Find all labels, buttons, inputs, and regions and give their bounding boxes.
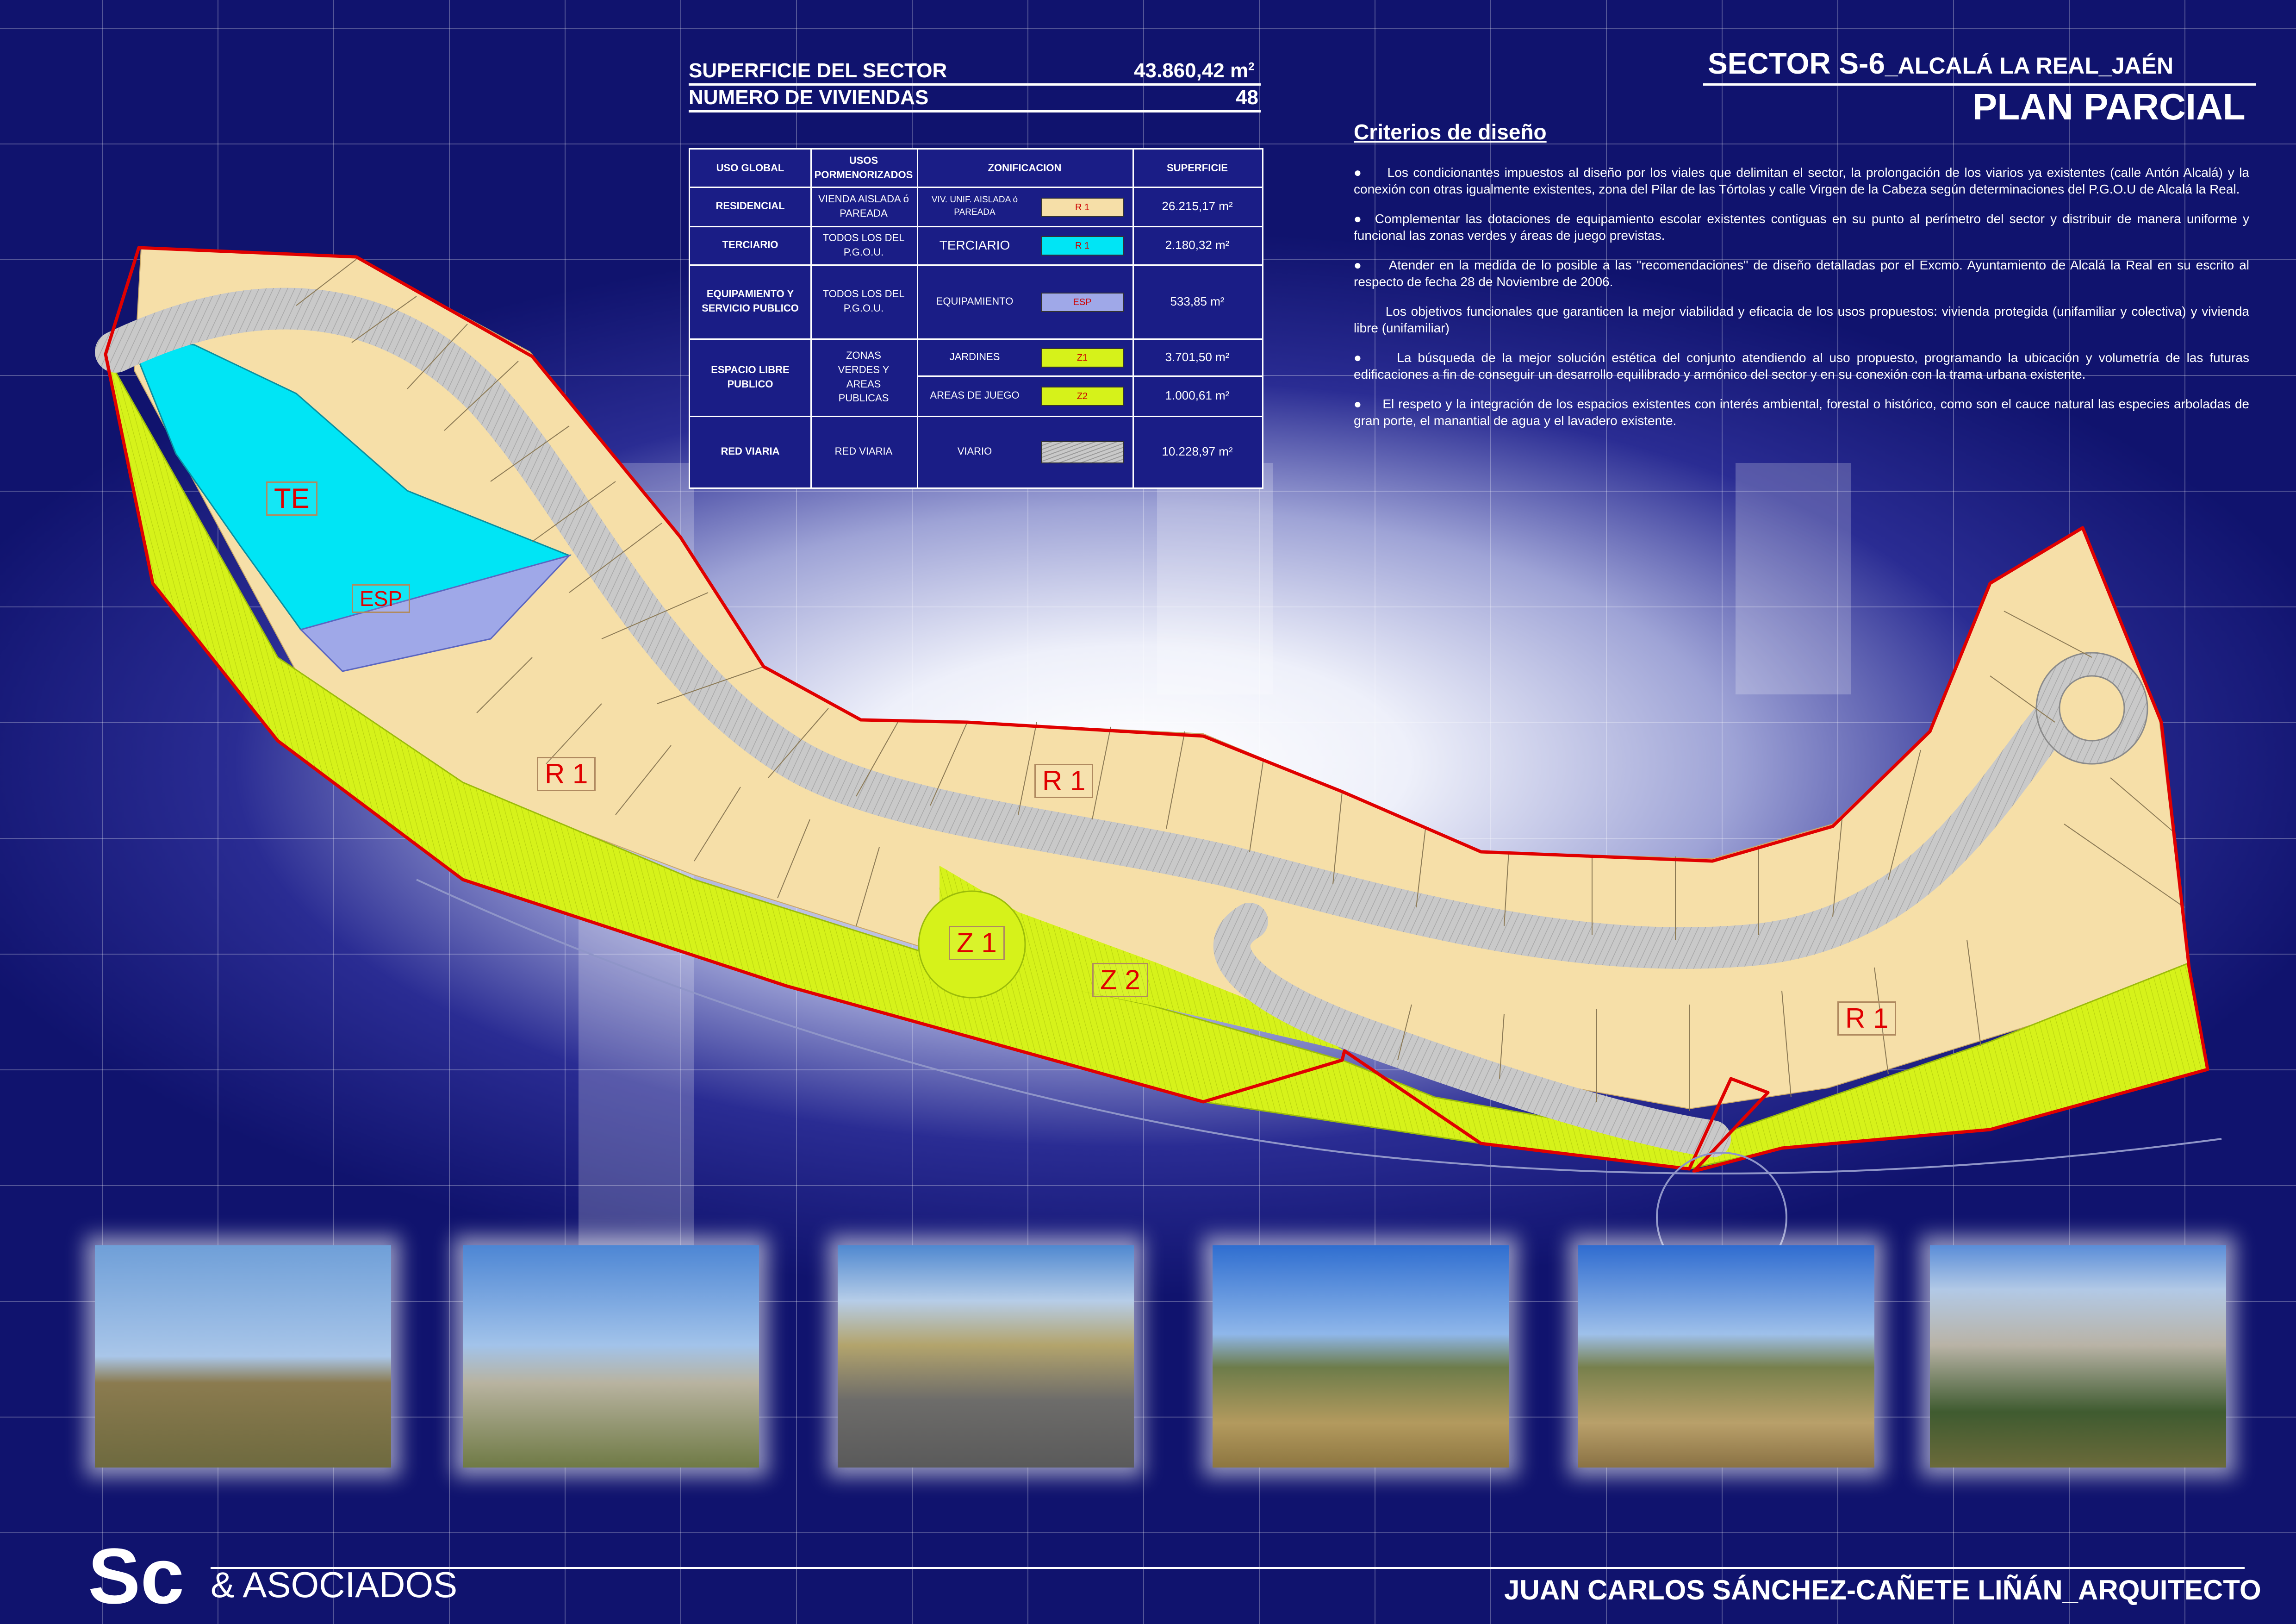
table-header: SUPERFICIE	[1166, 162, 1228, 174]
table-cell: ESPACIO LIBRE PUBLICO	[711, 363, 790, 390]
list-item: ● Complementar las dotaciones de equipam…	[1354, 212, 2249, 243]
table-cell: TODOS LOS DEL P.G.O.U.	[822, 288, 905, 314]
table-rule	[690, 187, 1262, 188]
list-item: ● La búsqueda de la mejor solución estét…	[1354, 350, 2249, 381]
outer-road	[416, 879, 2222, 1174]
site-photo-castle	[95, 1245, 391, 1468]
table-cell: 533,85 m²	[1170, 294, 1225, 308]
table-rule	[690, 264, 1262, 266]
label-z2: Z 2	[1092, 963, 1148, 997]
swatch-terciario: R 1	[1041, 236, 1124, 256]
table-rule	[690, 338, 1262, 340]
label-esp: ESP	[352, 584, 411, 613]
table-rule	[917, 375, 1262, 377]
table-cell: AREAS DE JUEGO	[930, 389, 1020, 401]
sector-boundary	[104, 246, 2209, 1173]
swatch-areas-juego: Z2	[1041, 387, 1124, 406]
label-r1: R 1	[1034, 764, 1094, 798]
table-cell: VIENDA AISLADA ó PAREADA	[818, 193, 909, 219]
table-cell: TERCIARIO	[939, 237, 1010, 252]
dwellings-label: NUMERO DE VIVIENDAS	[689, 86, 929, 109]
green-zone-z2	[940, 866, 1344, 1051]
swatch-viario	[1041, 441, 1124, 463]
table-header: ZONIFICACION	[988, 162, 1062, 174]
list-item: ● Los condicionantes impuestos al diseño…	[1354, 165, 2249, 196]
site-photo-hill	[1578, 1245, 1874, 1468]
table-cell: TERCIARIO	[722, 239, 778, 251]
parcel-lines	[296, 259, 2185, 1111]
table-rule	[690, 226, 1262, 227]
roundabout-island	[2059, 675, 2125, 742]
plan-title: SECTOR S-6_ALCALÁ LA REAL_JAÉN	[1708, 47, 2174, 80]
site-photo-road	[838, 1245, 1134, 1468]
road-inner-loop	[1213, 903, 1731, 1157]
table-cell: 1.000,61 m²	[1165, 388, 1230, 403]
table-cell: JARDINES	[949, 350, 1000, 362]
swatch-residencial: R 1	[1041, 198, 1124, 217]
table-rule	[917, 150, 918, 487]
dwellings-value: 48	[1236, 86, 1258, 109]
table-cell: 3.701,50 m²	[1165, 350, 1230, 364]
table-cell: EQUIPAMIENTO Y SERVICIO PUBLICO	[702, 288, 799, 314]
label-r1: R 1	[537, 757, 596, 791]
list-item: ● El respeto y la integración de los esp…	[1354, 397, 2249, 428]
plan-subtitle: PLAN PARCIAL	[1972, 86, 2246, 127]
table-cell: TODOS LOS DEL P.G.O.U.	[822, 231, 905, 258]
logo-asociados: & ASOCIADOS	[211, 1564, 458, 1605]
site-photo-houses	[1930, 1245, 2226, 1468]
table-cell: VIV. UNIF. AISLADA ó PAREADA	[931, 194, 1018, 217]
logo-sc: Sc	[88, 1532, 184, 1620]
table-cell: 2.180,32 m²	[1165, 238, 1230, 252]
underline	[689, 83, 1261, 86]
underline	[689, 110, 1261, 112]
label-te: TE	[266, 481, 317, 516]
grid-highlight	[1157, 463, 1273, 694]
list-item: Los objetivos funcionales que garanticen…	[1354, 304, 2249, 335]
grid-highlight	[1736, 463, 1851, 694]
table-cell: RESIDENCIAL	[716, 200, 785, 212]
z1-area	[918, 890, 1026, 999]
label-r1: R 1	[1837, 1001, 1897, 1036]
table-cell: RED VIARIA	[834, 445, 893, 457]
sector-area-value: 43.860,42 m2	[1134, 59, 1255, 82]
table-cell: EQUIPAMIENTO	[936, 295, 1014, 307]
sector-area-label: SUPERFICIE DEL SECTOR	[689, 59, 947, 82]
table-rule	[1132, 150, 1134, 487]
list-item: ● Atender en la medida de lo posible a l…	[1354, 258, 2250, 289]
equipamiento-zone	[299, 554, 572, 672]
table-cell: 26.215,17 m²	[1162, 199, 1233, 213]
zoning-table: USO GLOBAL USOS PORMENORIZADOS ZONIFICAC…	[689, 148, 1263, 489]
table-cell: VIARIO	[957, 445, 992, 457]
table-cell: ZONAS VERDES Y AREAS PUBLICAS	[838, 349, 890, 404]
label-z1: Z 1	[949, 926, 1005, 960]
road-network	[95, 287, 2071, 969]
table-cell: RED VIARIA	[721, 445, 780, 457]
table-rule	[690, 416, 1262, 417]
swatch-equipamiento: ESP	[1041, 293, 1124, 312]
swatch-jardines: Z1	[1041, 348, 1124, 368]
criteria-list: ● Los condicionantes impuestos al diseño…	[1354, 164, 2249, 442]
underline	[1703, 83, 2256, 86]
table-header: USO GLOBAL	[716, 162, 784, 174]
table-rule	[810, 150, 812, 487]
table-header: USOS PORMENORIZADOS	[814, 155, 913, 181]
criteria-title: Criterios de diseño	[1354, 120, 1547, 144]
footer-rule	[211, 1567, 2245, 1569]
site-photo-field	[1213, 1245, 1509, 1468]
architect-name: JUAN CARLOS SÁNCHEZ-CAÑETE LIÑÁN_ARQUITE…	[1504, 1574, 2261, 1605]
table-cell: 10.228,97 m²	[1162, 444, 1233, 459]
site-photo-town	[463, 1245, 759, 1468]
